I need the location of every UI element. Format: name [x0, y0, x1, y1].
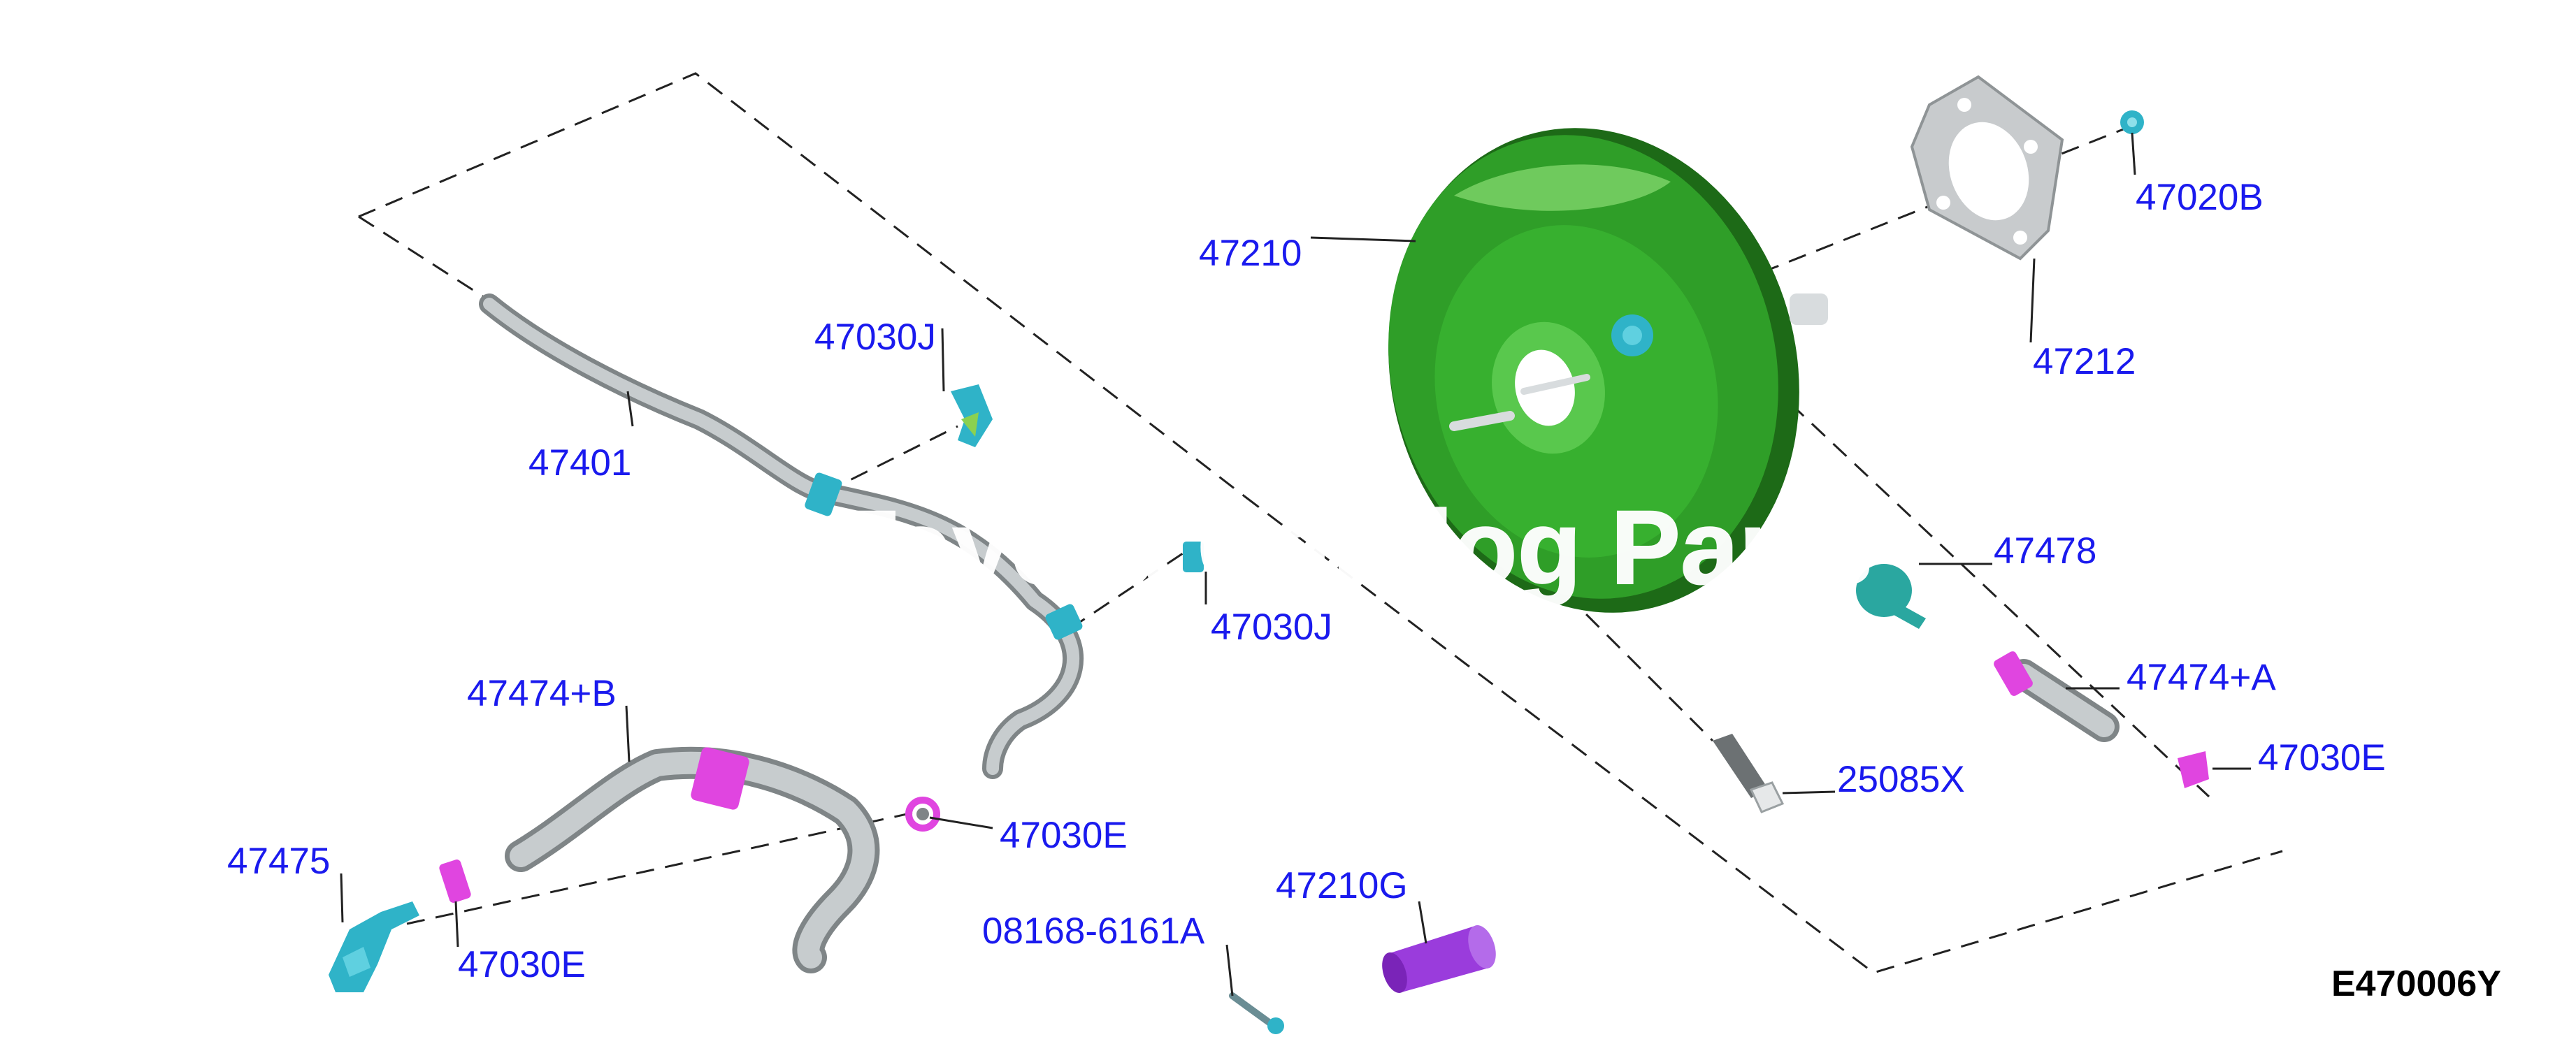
callout-47478[interactable]: 47478 [1994, 530, 2096, 572]
hose-clamp-47030E-left [439, 860, 471, 903]
hose-clip-lower [1045, 604, 1083, 640]
pushrod-25085X [1713, 734, 1785, 813]
assembly-outline-right [1244, 495, 2283, 974]
callout-47474B[interactable]: 47474+B [467, 673, 617, 714]
check-valve-47475 [329, 901, 419, 992]
callout-47212[interactable]: 47212 [2033, 341, 2136, 382]
callout-47030J-mid[interactable]: 47030J [1211, 607, 1332, 648]
callout-47475[interactable]: 47475 [227, 841, 330, 882]
vacuum-hose-47474A [1994, 651, 2120, 742]
callout-47030E-mid[interactable]: 47030E [1000, 815, 1128, 856]
callout-47030J-top[interactable]: 47030J [814, 317, 936, 358]
hose-clip-upper [805, 472, 842, 516]
callout-47210[interactable]: 47210 [1199, 233, 1302, 274]
bolt-08168-6161A [1229, 992, 1284, 1034]
callout-47401[interactable]: 47401 [528, 442, 631, 484]
callout-25085X[interactable]: 25085X [1837, 759, 1965, 800]
watermark: Toyota Catalog Parts [832, 488, 1873, 606]
nut-47020B [2120, 110, 2144, 134]
vacuum-hose-47401 [479, 293, 1084, 779]
callout-47210G[interactable]: 47210G [1276, 865, 1408, 906]
assembly-outline-left [358, 72, 1245, 498]
gasket-47212 [1910, 75, 2064, 261]
callout-47020B[interactable]: 47020B [2136, 177, 2264, 218]
callout-08168-6161A[interactable]: 08168-6161A [982, 911, 1205, 952]
filter-47210G [1382, 925, 1496, 993]
callout-47030E-left[interactable]: 47030E [458, 944, 586, 985]
grommet-47478 [1856, 564, 1926, 629]
brake-booster-47210 [1388, 128, 1828, 613]
callout-labels: 47401 47030J 47030J 47474+B 47475 47030E… [227, 177, 2386, 985]
vacuum-hose-47474B [505, 746, 880, 973]
diagram-code: E470006Y [2331, 964, 2501, 1004]
hose-clamp-47030E-right [2178, 751, 2209, 788]
hose-clamp-47030J-mid [1183, 542, 1204, 572]
callout-47030E-right[interactable]: 47030E [2258, 737, 2386, 778]
booster-check-valve-port [1611, 314, 1653, 356]
hose-clamp-47030E-mid [905, 797, 940, 832]
callout-47474A[interactable]: 47474+A [2127, 657, 2276, 698]
hose-clamp-47030J-top [951, 384, 993, 447]
leader-lines [340, 132, 2251, 996]
